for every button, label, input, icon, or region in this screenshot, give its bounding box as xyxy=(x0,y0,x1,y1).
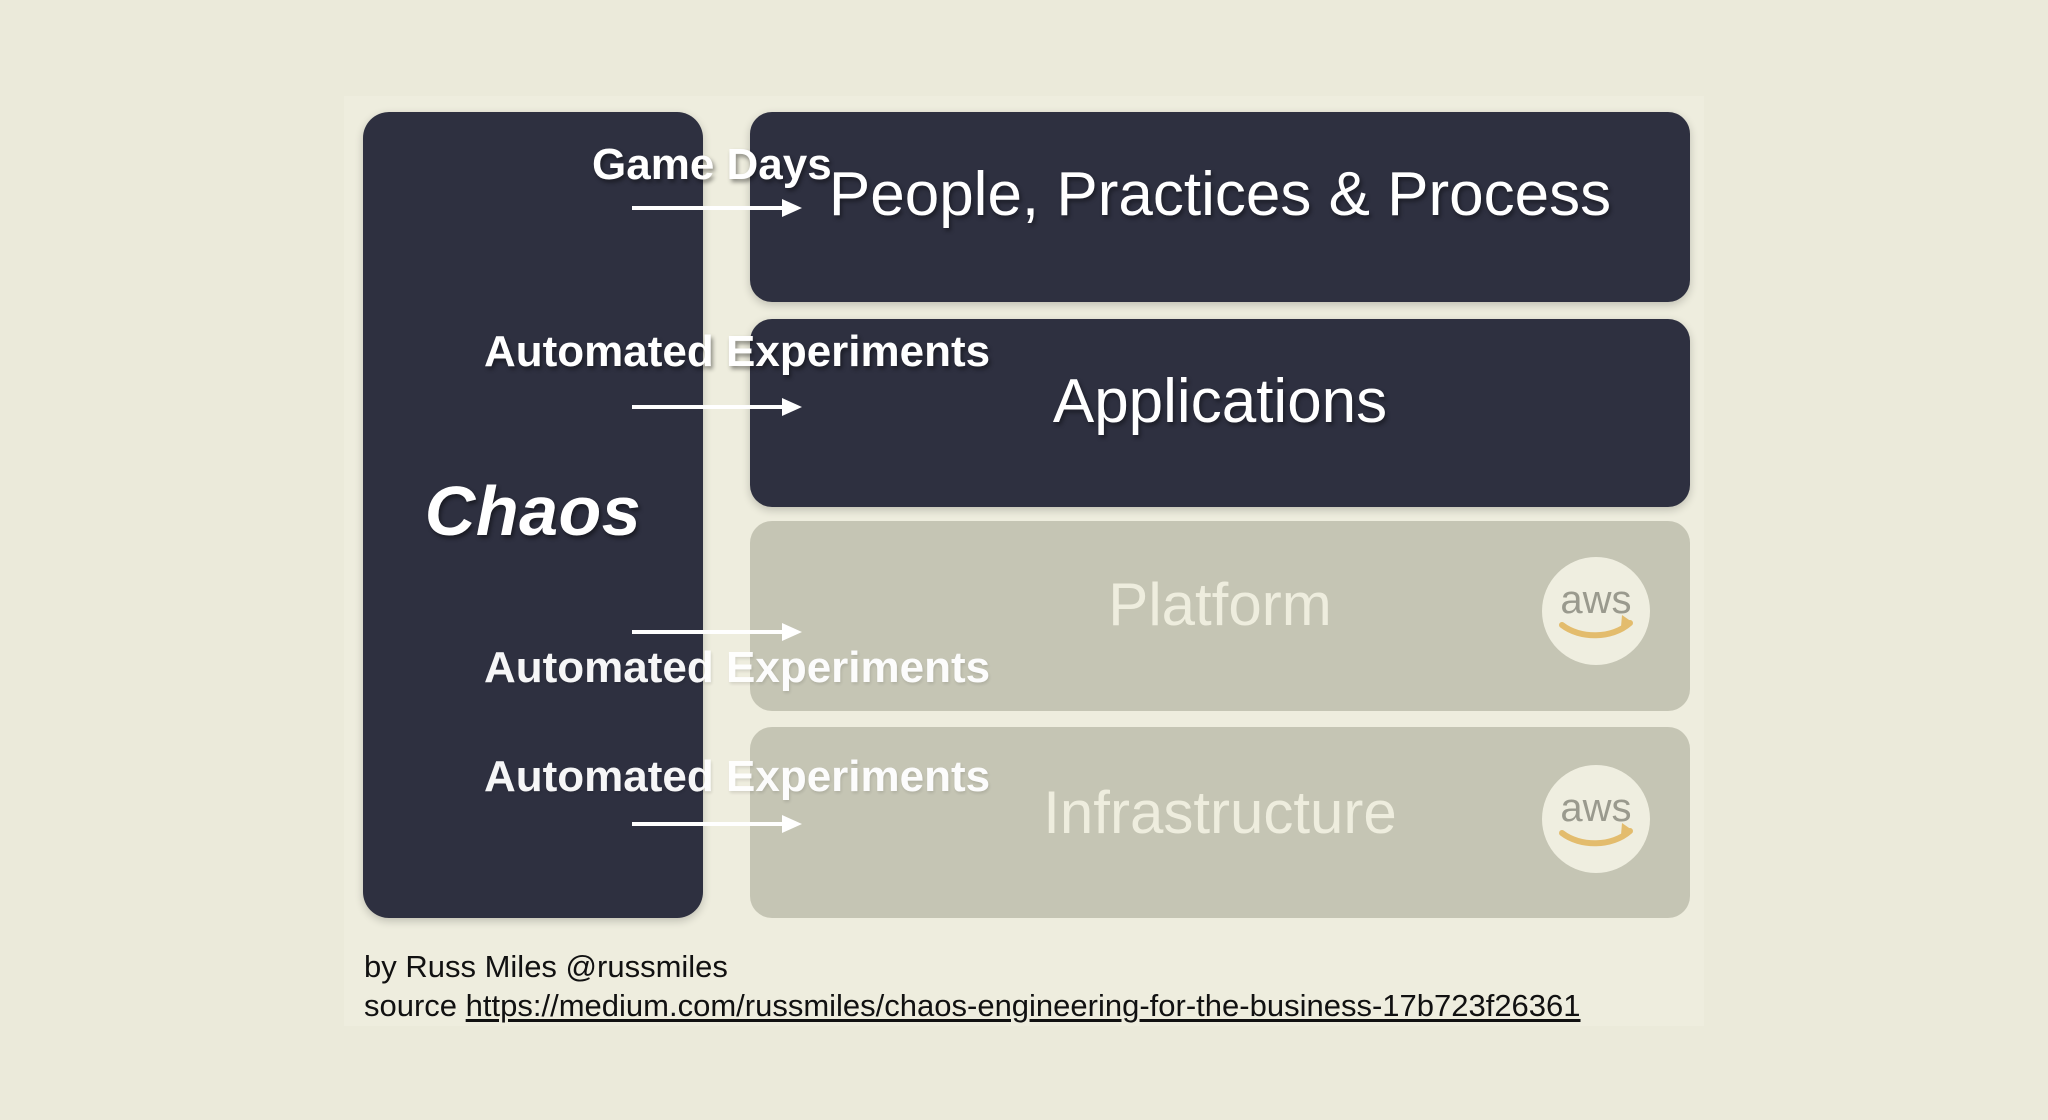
chaos-panel: Chaos xyxy=(363,112,703,918)
credits-byline: by Russ Miles @russmiles xyxy=(364,949,728,984)
connector-label-automated-experiments: Automated Experiments xyxy=(484,752,991,801)
svg-text:aws: aws xyxy=(1560,786,1631,830)
connector-label-automated-experiments: Automated Experiments xyxy=(484,327,991,376)
arrow-right-icon xyxy=(632,812,804,836)
svg-text:aws: aws xyxy=(1560,578,1631,622)
layer-card-applications: Applications xyxy=(750,319,1690,507)
connector-label-automated-experiments: Automated Experiments xyxy=(484,643,991,692)
arrow-right-icon xyxy=(632,620,804,644)
connector-label-game-days: Game Days xyxy=(592,140,832,189)
layer-title-people: People, Practices & Process xyxy=(828,160,1612,229)
credits-source-prefix: source xyxy=(364,987,466,1023)
layer-title-applications: Applications xyxy=(1052,367,1388,436)
arrow-right-icon xyxy=(632,196,804,220)
aws-logo-icon: aws xyxy=(1542,765,1650,873)
layer-card-people: People, Practices & Process xyxy=(750,112,1690,302)
source-link[interactable]: https://medium.com/russmiles/chaos-engin… xyxy=(465,987,1581,1023)
layer-card-infrastructure: Infrastructure aws xyxy=(750,727,1690,918)
chaos-panel-label: Chaos xyxy=(424,472,642,550)
credits-block: by Russ Miles @russmiles source https://… xyxy=(364,948,1581,1026)
layer-card-platform: Platform aws xyxy=(750,521,1690,711)
aws-logo-icon: aws xyxy=(1542,557,1650,665)
layer-title-infrastructure: Infrastructure xyxy=(1043,779,1397,846)
credits-source-line: source https://medium.com/russmiles/chao… xyxy=(364,987,1581,1026)
layer-title-platform: Platform xyxy=(1108,571,1332,638)
arrow-right-icon xyxy=(632,395,804,419)
